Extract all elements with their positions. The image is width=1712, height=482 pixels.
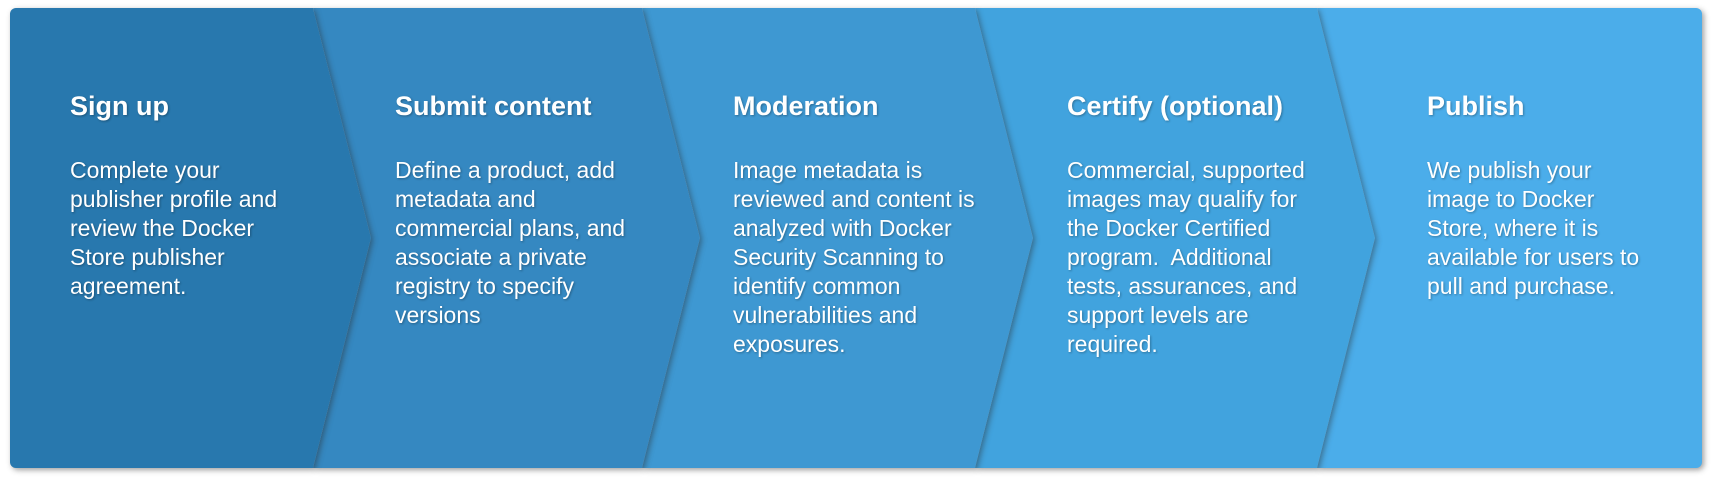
step-content-5: Publish We publish your image to Docker … [1427, 90, 1639, 301]
step-content-1: Sign up Complete your publisher profile … [70, 90, 277, 301]
step-title-moderation: Moderation [733, 91, 879, 121]
step-title-certify: Certify (optional) [1067, 91, 1283, 121]
step-body-publish: We publish your image to Docker Store, w… [1427, 157, 1640, 299]
chevron-shape-5: Publish We publish your image to Docker … [1317, 8, 1702, 468]
step-body-certify: Commercial, supported images may qualify… [1067, 157, 1305, 357]
step-title-sign-up: Sign up [70, 91, 169, 121]
chevron-shape-2: Submit content Define a product, add met… [313, 8, 700, 468]
step-title-publish: Publish [1427, 91, 1525, 121]
step-body-submit-content: Define a product, add metadata and comme… [395, 157, 626, 328]
step-moderation: Moderation Image metadata is reviewed an… [642, 8, 1033, 468]
chevron-shape-3: Moderation Image metadata is reviewed an… [642, 8, 1033, 468]
step-sign-up: Sign up Complete your publisher profile … [10, 8, 371, 468]
chevron-shape-4: Certify (optional) Commercial, supported… [975, 8, 1375, 468]
step-title-submit-content: Submit content [395, 91, 592, 121]
step-certify: Certify (optional) Commercial, supported… [975, 8, 1375, 468]
step-content-4: Certify (optional) Commercial, supported… [1067, 90, 1305, 359]
step-submit-content: Submit content Define a product, add met… [313, 8, 700, 468]
step-body-sign-up: Complete your publisher profile and revi… [70, 157, 278, 299]
step-body-moderation: Image metadata is reviewed and content i… [733, 157, 975, 357]
step-content-3: Moderation Image metadata is reviewed an… [733, 90, 975, 359]
step-publish: Publish We publish your image to Docker … [1317, 8, 1702, 468]
step-content-2: Submit content Define a product, add met… [395, 90, 625, 330]
chevron-shape-1: Sign up Complete your publisher profile … [10, 8, 371, 468]
